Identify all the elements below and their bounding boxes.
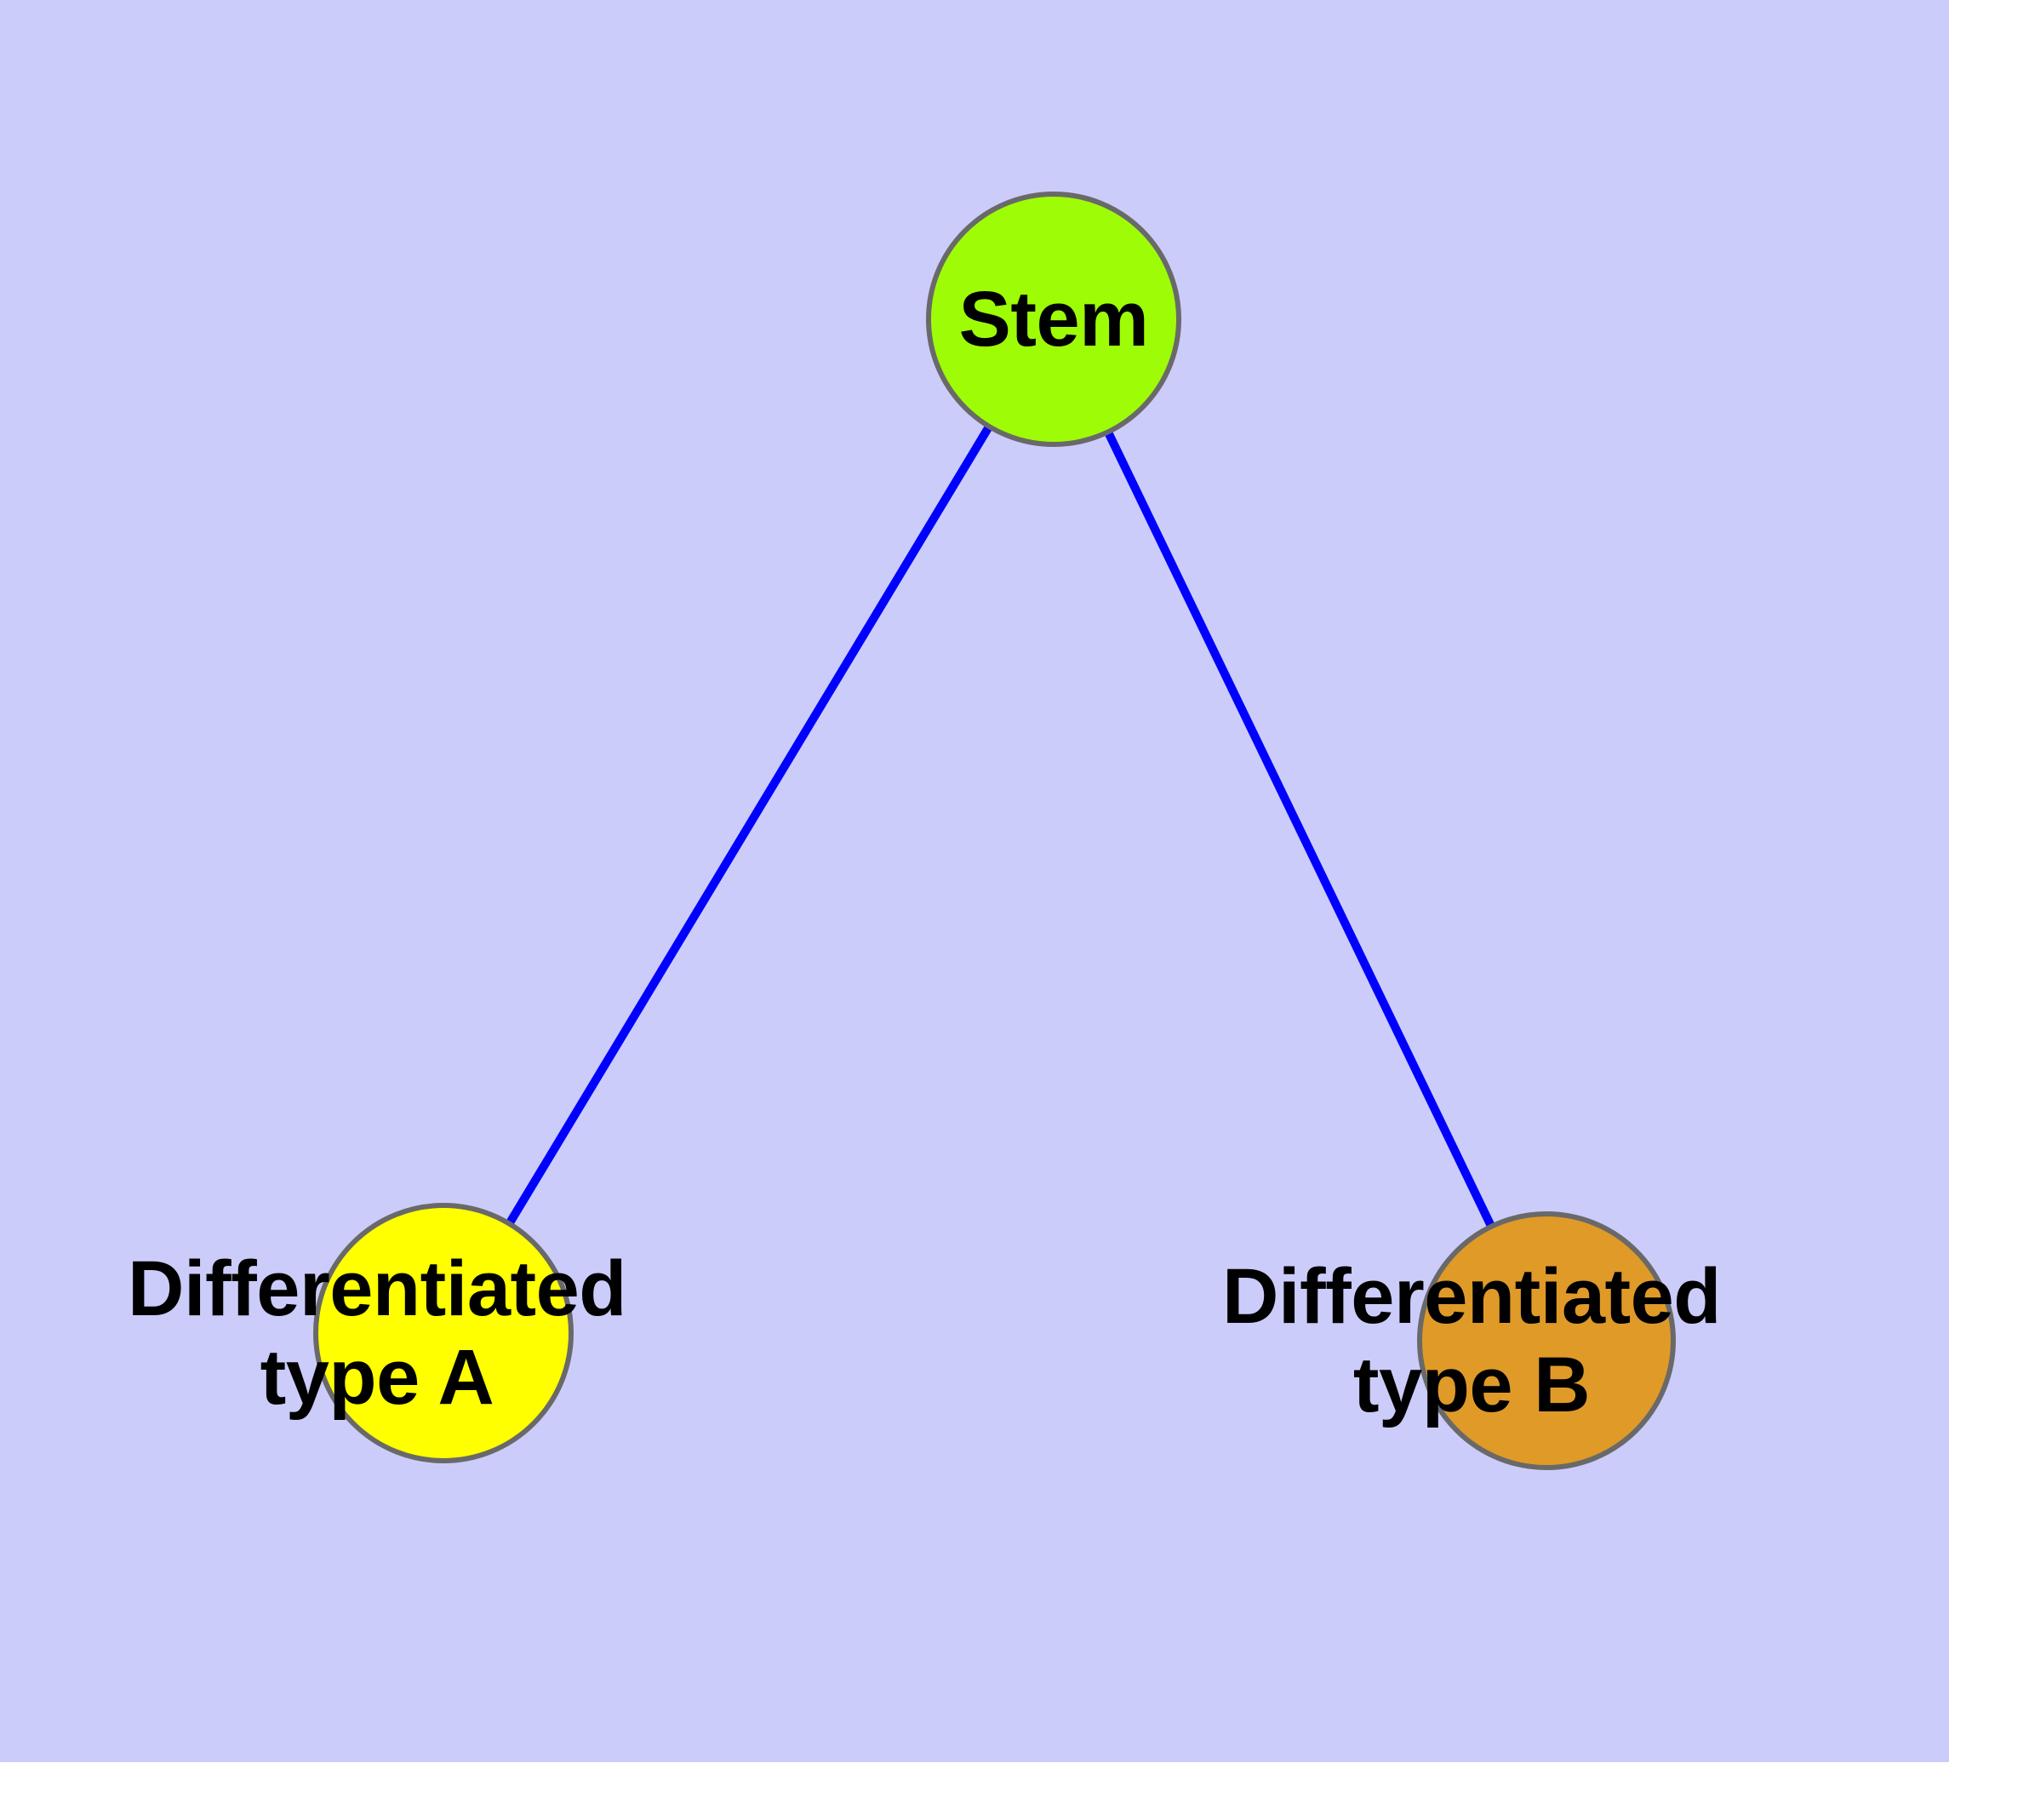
node-stem[interactable] [926,192,1181,447]
edge-stem-to-diff-a [439,317,1058,1336]
edge-layer [439,317,1551,1343]
node-layer [313,192,1676,1470]
node-diff-b[interactable] [1417,1211,1676,1470]
node-diff-a[interactable] [313,1203,574,1463]
edge-stem-to-diff-b [1049,317,1551,1343]
